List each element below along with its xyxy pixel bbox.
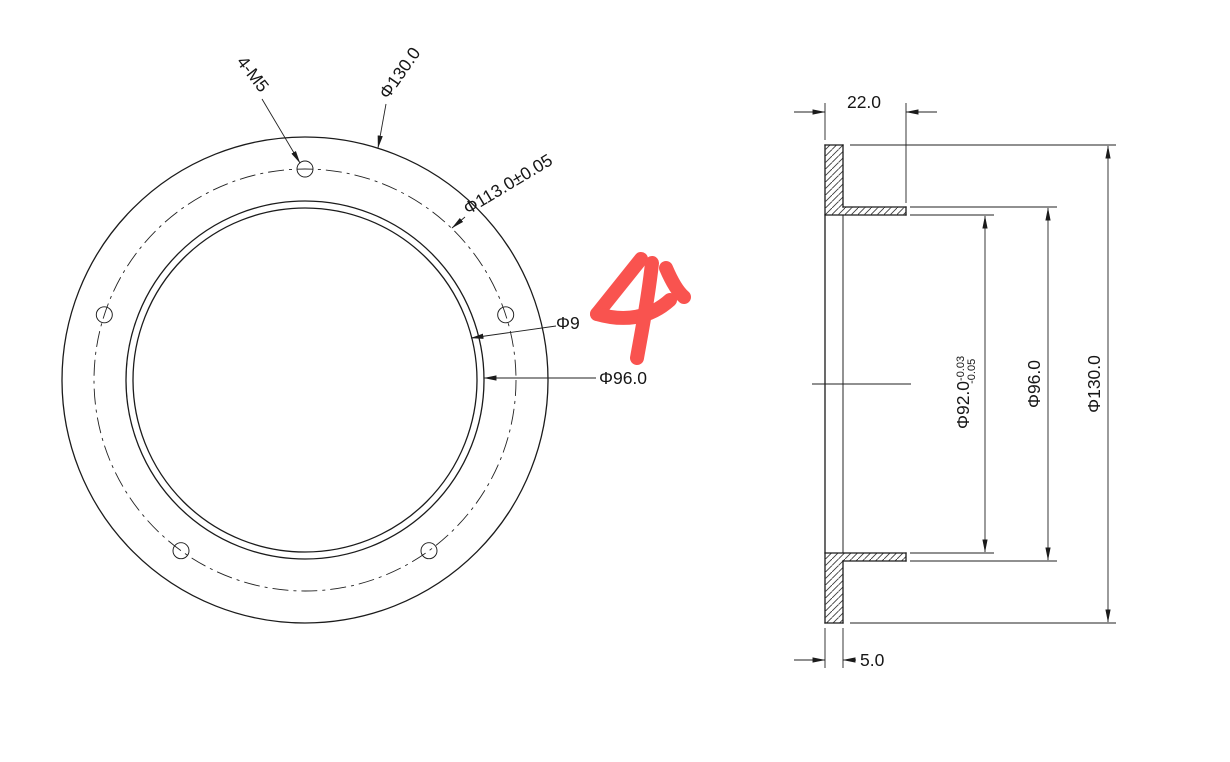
bolt-hole-right <box>497 306 515 324</box>
barrel-dia-value: Φ96.0 <box>1024 360 1044 408</box>
bolt-circle-centerline <box>93 168 517 592</box>
dimension-barrel-dia: Φ96.0 <box>910 206 1057 562</box>
hatch-flange-upper <box>825 145 843 215</box>
bolt-hole-bottom-left <box>172 542 190 560</box>
red-marker-stroke-cross <box>590 293 677 325</box>
bore-dia-label-fragment: Φ9 <box>556 313 580 333</box>
flange-thickness-value: 5.0 <box>860 650 885 670</box>
bolt-hole-bottom-right <box>420 542 438 560</box>
leader-outer-dia <box>377 103 387 149</box>
section-outline <box>812 144 911 624</box>
hatch-barrel-lower <box>843 553 906 561</box>
bolt-hole-top <box>296 160 314 178</box>
red-marker-annotation <box>590 252 691 365</box>
barrel-diameter-circle <box>125 200 485 560</box>
red-marker-stroke-tail <box>659 261 691 304</box>
hatch-flange-lower <box>825 553 843 623</box>
hatch-barrel-upper <box>843 207 906 215</box>
dimension-length: 22.0 <box>794 92 937 203</box>
outer-dia-label: Φ130.0 <box>375 43 425 102</box>
bore-dia-value: Φ92.0-0.03-0.05 <box>953 356 978 429</box>
red-marker-stroke-diagonal <box>590 252 648 321</box>
bolt-circle-label: Φ113.0±0.05 <box>460 150 556 219</box>
red-marker-stroke-stem <box>630 256 659 365</box>
outer-diameter-circle <box>61 136 549 624</box>
bolt-holes <box>95 160 515 560</box>
dimension-bore-dia: Φ92.0-0.03-0.05 <box>910 214 994 554</box>
front-view-annotations: 4-M5 Φ130.0 Φ113.0±0.05 Φ9 Φ96.0 <box>233 43 647 388</box>
dimension-flange-thickness: 5.0 <box>794 628 885 670</box>
outer-dia-value: Φ130.0 <box>1084 355 1104 413</box>
bolt-hole-left <box>95 306 113 324</box>
leader-bore-dia <box>470 325 557 339</box>
bore-diameter-circle <box>132 207 478 553</box>
front-view: 4-M5 Φ130.0 Φ113.0±0.05 Φ9 Φ96.0 <box>61 43 691 624</box>
length-value: 22.0 <box>847 92 881 112</box>
leader-holes <box>261 98 301 164</box>
holes-label: 4-M5 <box>233 52 273 96</box>
leader-bolt-circle <box>451 216 466 229</box>
section-view: 22.0 5.0 Φ92.0-0.03-0.05 Φ96.0 <box>794 92 1116 670</box>
dimension-outer-dia: Φ130.0 <box>850 144 1116 624</box>
barrel-dia-label: Φ96.0 <box>599 368 647 388</box>
